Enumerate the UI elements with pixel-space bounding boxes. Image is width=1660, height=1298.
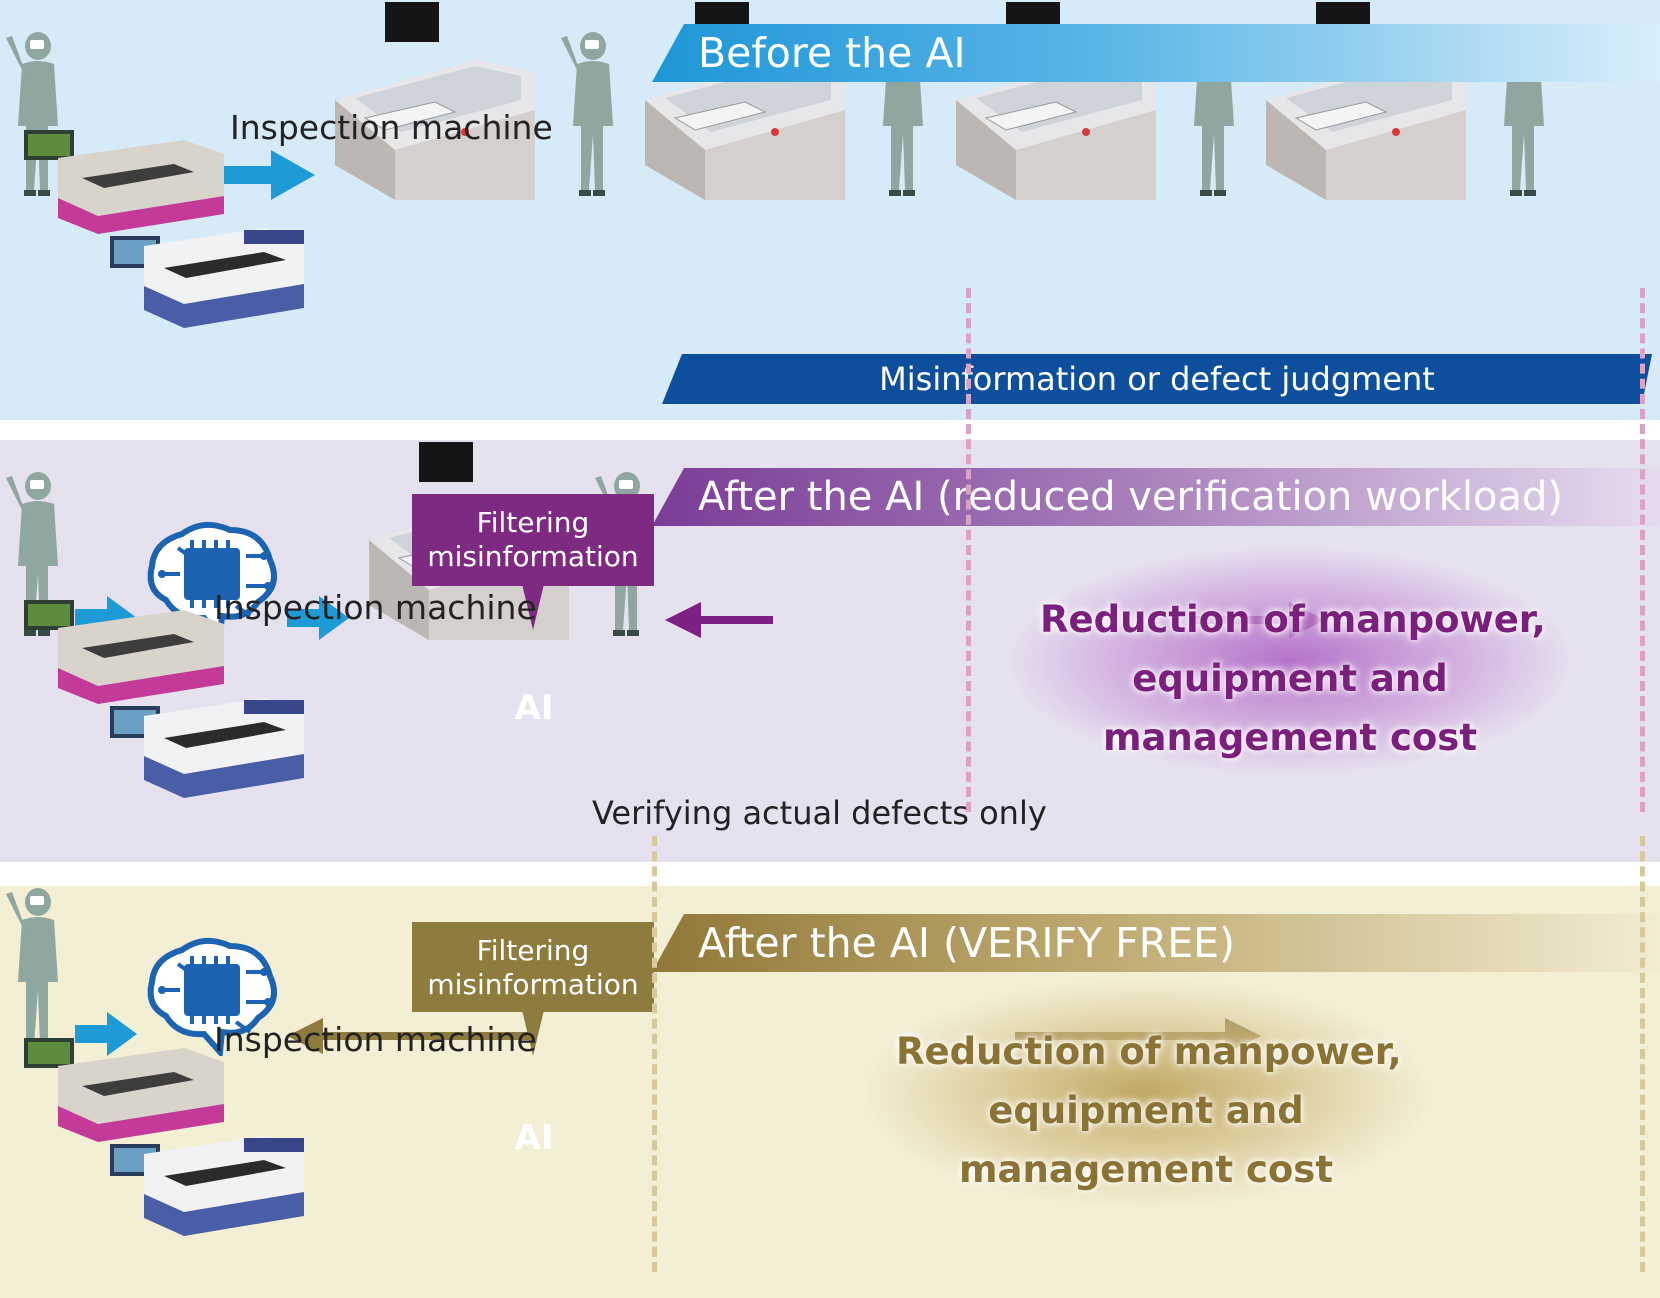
arrow-right-icon <box>287 596 350 640</box>
arrow-right-icon <box>75 1012 138 1056</box>
ai-chip-label: AI <box>514 1118 554 1158</box>
inspection-machine-label: Inspection machine <box>214 1020 537 1059</box>
filtering-callout: Filtering misinformation <box>412 922 654 1056</box>
misinformation-judgment-band: Misinformation or defect judgment <box>662 354 1652 404</box>
filtering-callout-text: Filtering misinformation <box>427 506 639 573</box>
inspection-machine-label: Inspection machine <box>214 588 537 627</box>
reduction-line: Reduction of manpower, <box>896 1030 1402 1073</box>
after-ai-verify-free-title: After the AI (VERIFY FREE) <box>652 914 1660 972</box>
reduction-line: management cost <box>958 1148 1334 1191</box>
filtering-callout-text: Filtering misinformation <box>427 934 639 1001</box>
inspection-machine-icon <box>24 1026 314 1246</box>
inspection-machine-icon <box>24 118 314 338</box>
verification-station-icon <box>320 0 550 200</box>
before-ai-title: Before the AI <box>652 24 1660 82</box>
after-ai-verify-free-panel: After the AI (VERIFY FREE) Filtering mis… <box>0 886 1660 1298</box>
reduction-text: Reduction of manpower, equipment and man… <box>896 1022 1402 1199</box>
dashed-guide <box>966 288 971 812</box>
verifying-caption: Verifying actual defects only <box>592 794 1047 832</box>
reduction-line: management cost <box>1102 716 1478 759</box>
dashed-guide <box>1640 836 1645 1272</box>
reduction-glow <box>866 980 1426 1206</box>
ai-chip-label: AI <box>514 688 554 728</box>
after-ai-reduced-title: After the AI (reduced verification workl… <box>652 468 1660 526</box>
dashed-guide <box>652 836 657 1272</box>
reduction-line: Reduction of manpower, <box>1040 598 1546 641</box>
filtering-callout: Filtering misinformation <box>412 494 654 630</box>
before-ai-panel: Before the AI Inspection machine Misinfo… <box>0 0 1660 420</box>
inspection-machine-label: Inspection machine <box>230 108 553 147</box>
reduction-text: Reduction of manpower, equipment and man… <box>1040 590 1546 767</box>
reduction-line: equipment and <box>1132 657 1448 700</box>
reduction-line: equipment and <box>988 1089 1304 1132</box>
reduction-glow <box>1010 548 1570 774</box>
after-ai-reduced-panel: After the AI (reduced verification workl… <box>0 440 1660 862</box>
dashed-guide <box>1640 288 1645 812</box>
operator-icon <box>555 30 625 200</box>
